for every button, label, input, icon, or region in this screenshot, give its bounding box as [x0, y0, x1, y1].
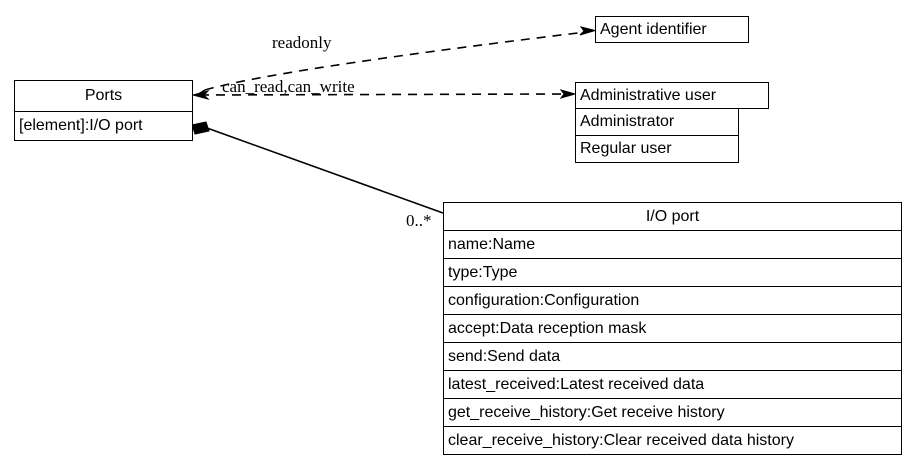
- edge-ports-arrowhead: [191, 90, 210, 100]
- edge-composition: [191, 121, 444, 214]
- class-node-ports-title: Ports: [14, 80, 193, 112]
- edge-readonly-arrowhead: [579, 26, 597, 36]
- class-node-io-port-attribute: clear_receive_history:Clear received dat…: [443, 427, 902, 455]
- composition-diamond-icon: [191, 121, 210, 135]
- edge-can-read-can-write-arrowhead: [559, 89, 577, 99]
- class-node-io-port-attribute: accept:Data reception mask: [443, 315, 902, 343]
- class-node-io-port-attribute: get_receive_history:Get receive history: [443, 399, 902, 427]
- edge-readonly-tail: [196, 89, 206, 96]
- class-node-administrative-user[interactable]: Administrative user Administrator Regula…: [575, 82, 769, 163]
- class-node-ports-attribute: [element]:I/O port: [14, 112, 193, 141]
- class-node-io-port-attribute: send:Send data: [443, 343, 902, 371]
- class-node-io-port-attribute: type:Type: [443, 259, 902, 287]
- class-node-io-port[interactable]: I/O port name:Name type:Type configurati…: [443, 202, 902, 455]
- edge-label-multiplicity: 0..*: [406, 211, 432, 230]
- class-node-io-port-title: I/O port: [443, 202, 902, 231]
- class-node-agent-identifier[interactable]: Agent identifier: [595, 16, 749, 43]
- class-node-io-port-attribute: latest_received:Latest received data: [443, 371, 902, 399]
- class-node-administrative-user-attribute: Administrator: [575, 109, 739, 136]
- edge-label-can-read-can-write: can_read,can_write: [222, 77, 355, 96]
- class-node-io-port-attribute: name:Name: [443, 231, 902, 259]
- edge-label-readonly: readonly: [272, 33, 332, 52]
- class-node-administrative-user-attribute: Regular user: [575, 136, 739, 163]
- edge-composition-line: [206, 127, 444, 214]
- class-node-administrative-user-title: Administrative user: [575, 82, 769, 109]
- class-node-io-port-attribute: configuration:Configuration: [443, 287, 902, 315]
- class-node-agent-identifier-title: Agent identifier: [595, 16, 749, 43]
- class-node-administrative-user-rows: Administrator Regular user: [575, 109, 739, 163]
- class-node-ports[interactable]: Ports [element]:I/O port: [14, 80, 193, 141]
